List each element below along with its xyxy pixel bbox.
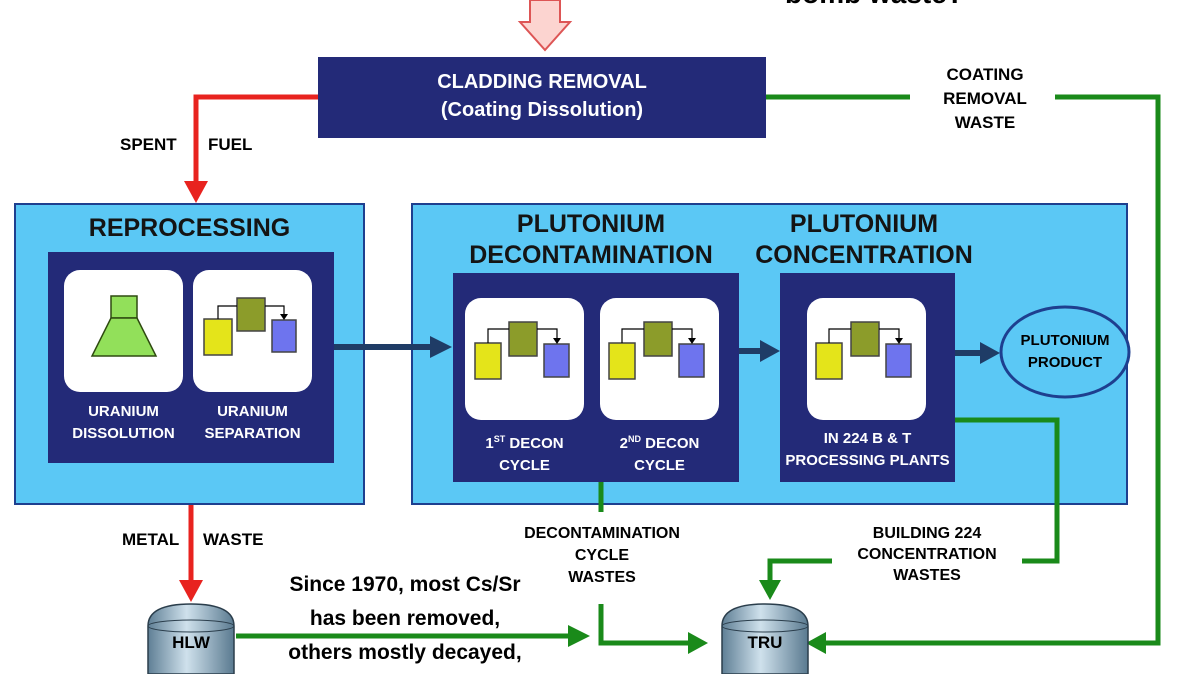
coating-waste-line-2 [826,94,1161,646]
process-icon-2 [474,321,570,380]
cladding-removal-box: CLADDING REMOVAL (Coating Dissolution) [318,57,766,138]
hlw-line-arrowhead [568,625,590,647]
metal-waste-label: METAL [122,530,180,549]
decon-waste-arrowhead [688,632,708,654]
decon-waste-line [598,604,690,646]
building-waste-line [955,417,1060,564]
metal-waste-arrowhead [179,580,203,602]
plutonium-product-ellipse [999,305,1131,399]
process-icon-4 [815,321,912,380]
tru-tank-label: TRU [747,633,783,652]
flask-icon [90,295,158,357]
tru-tank-icon [721,603,809,674]
coating-waste-arrowhead [806,632,826,654]
hlw-tank-icon [147,603,235,674]
flow-arrow-2-head [760,340,780,362]
process-icon-3 [608,321,705,380]
process-icon-1 [203,297,297,356]
header-cutoff-text: bomb waste? [785,0,964,10]
flow-arrow-1-head [430,336,452,358]
fuel-label: FUEL [208,135,253,154]
building-waste-arrowhead [759,580,781,600]
decon-cycle-2-label: 2ND DECON CYCLE [619,434,700,474]
building-waste-line-2 [767,558,832,582]
spent-fuel-arrow [193,94,318,183]
cladding-subtitle: (Coating Dissolution) [440,99,644,121]
reprocessing-title: REPROCESSING [88,214,291,242]
flow-arrow-3-head [980,342,1000,364]
cladding-title: CLADDING REMOVAL [437,71,647,93]
incoming-arrow [517,0,573,52]
waste-label: WASTE [203,530,264,549]
spent-fuel-label: SPENT [120,135,177,154]
hlw-tank-label: HLW [172,633,210,652]
decon-cycle-1-label: 1ST DECON CYCLE [485,434,564,474]
spent-fuel-arrowhead [184,181,208,203]
